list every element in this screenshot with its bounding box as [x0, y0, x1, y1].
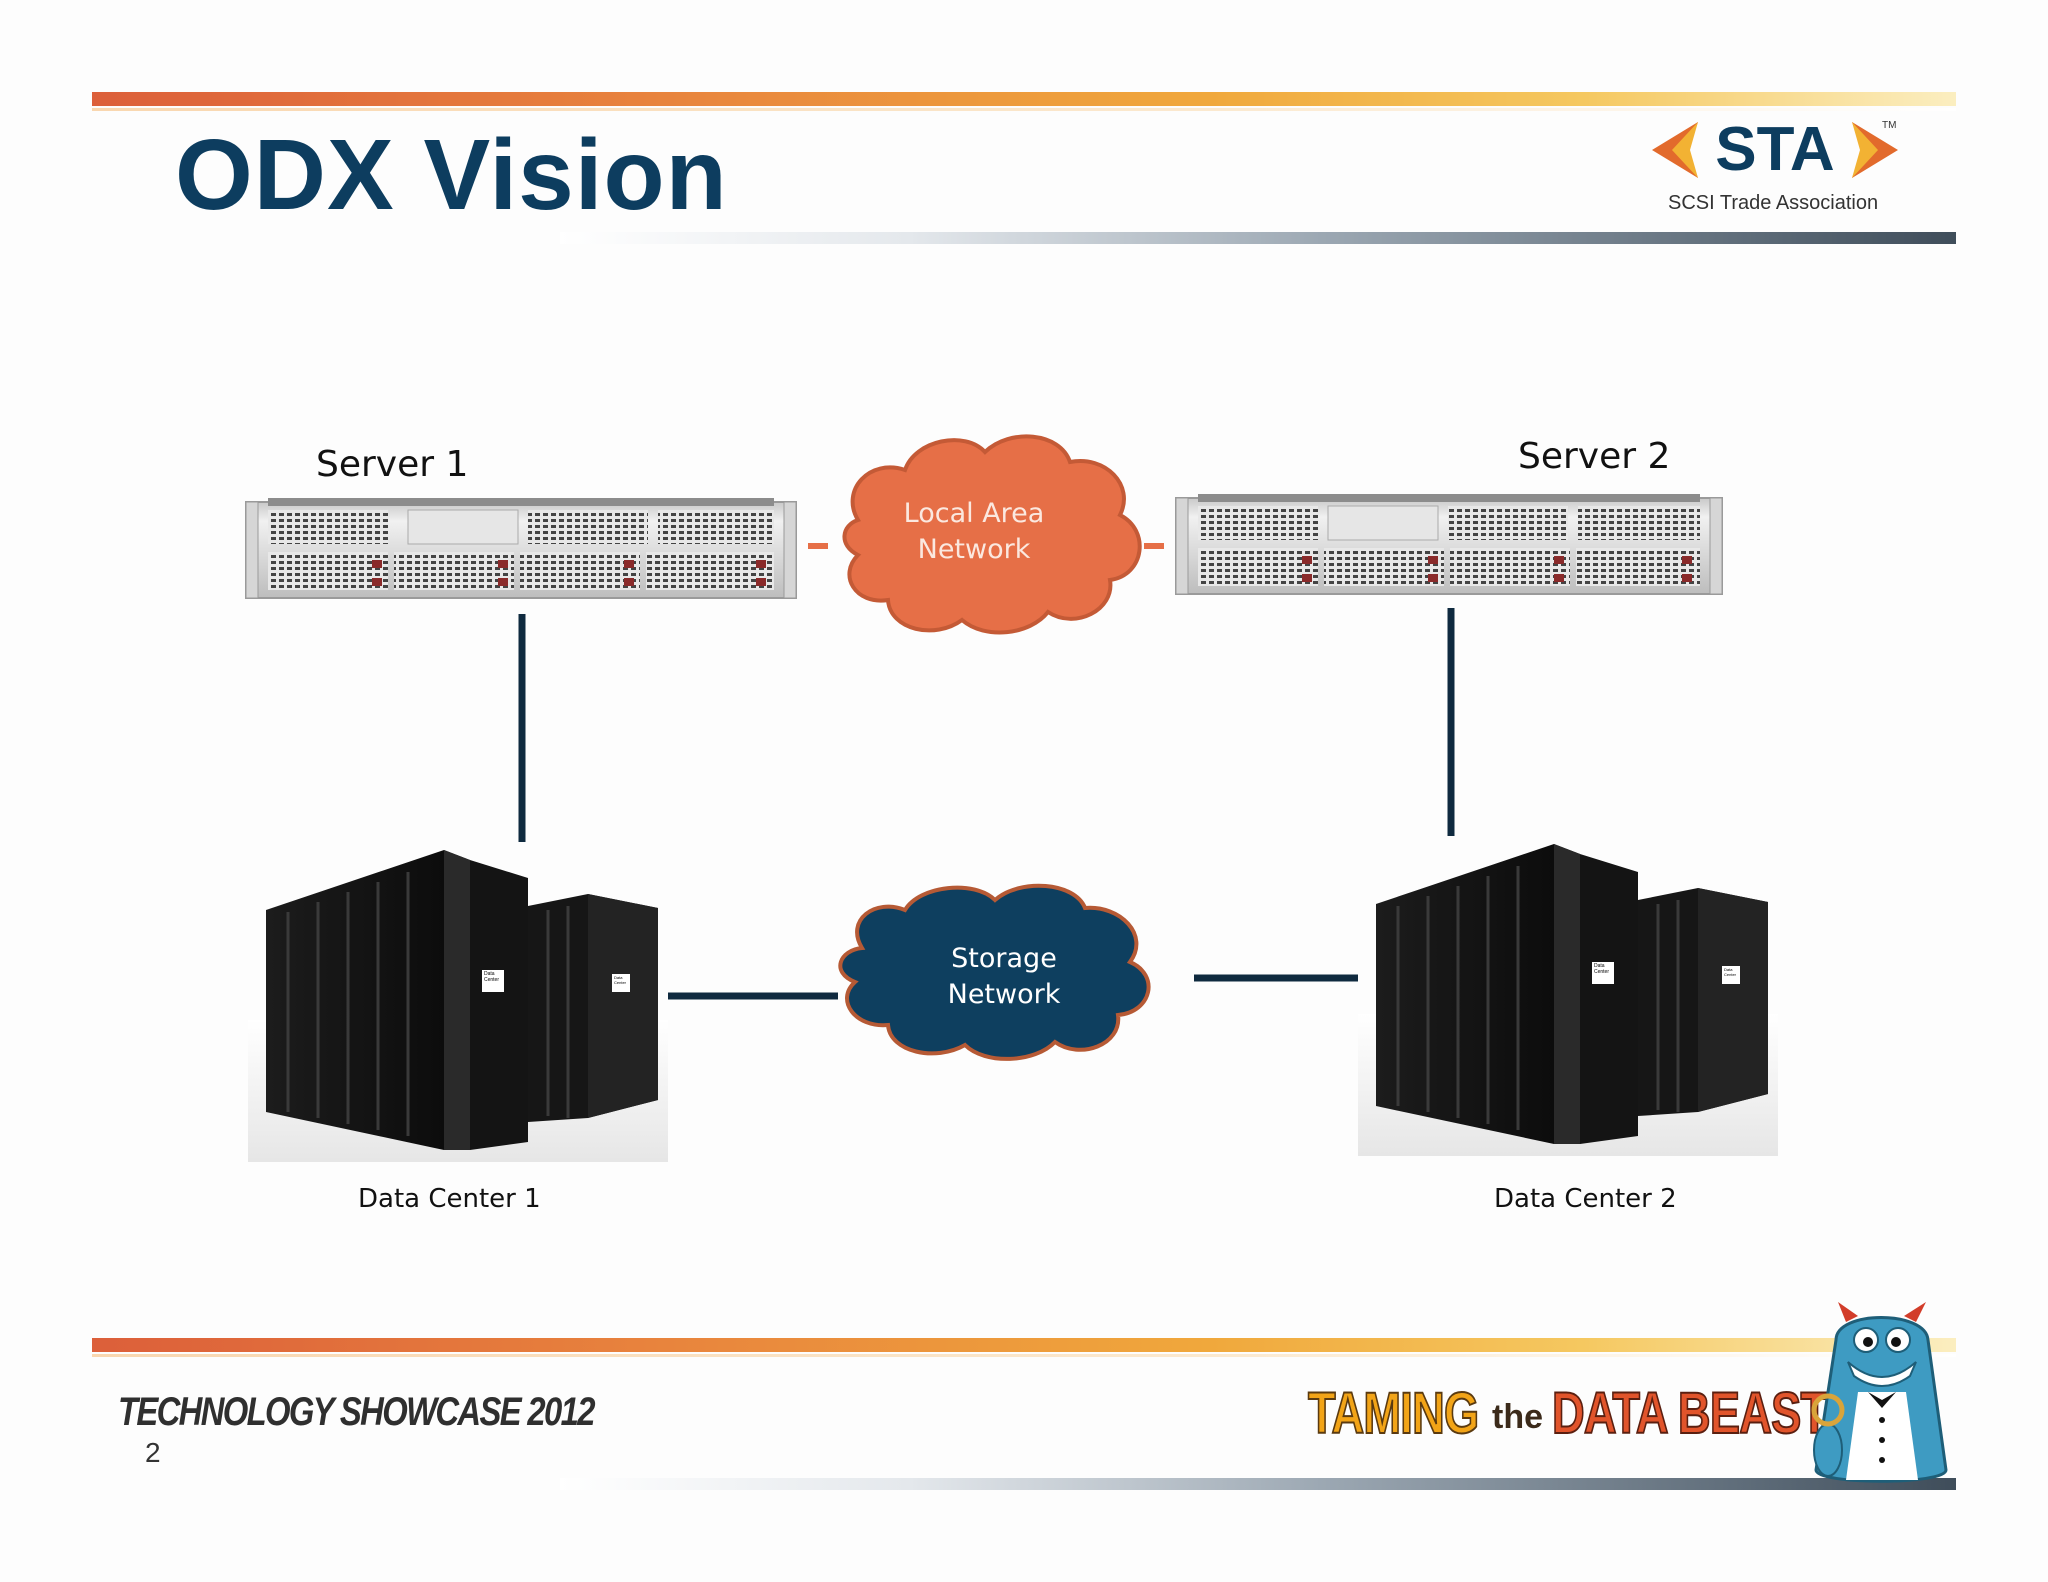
server-1-unit — [245, 498, 797, 599]
header-stripe-steel — [560, 232, 1956, 244]
sta-logo: STA TM — [1652, 115, 1898, 184]
page-number: 2 — [145, 1437, 161, 1468]
data-center-2-label: Data Center 2 — [1494, 1184, 1677, 1214]
rack-tag: Data Center — [1594, 963, 1610, 975]
lan-cloud — [842, 434, 1142, 635]
data-center-1-unit — [248, 850, 668, 1162]
logo-text: STA — [1715, 115, 1834, 184]
footer-stripe-steel — [560, 1478, 1956, 1490]
page-title: ODX Vision — [175, 119, 728, 231]
logo-tm: TM — [1882, 120, 1896, 131]
rack-tag: Data Center — [484, 971, 500, 983]
rack-tag: Data Center — [614, 975, 627, 985]
lan-label-line2: Network — [917, 534, 1031, 565]
san-cloud — [838, 883, 1151, 1061]
header-stripe-orange — [92, 92, 1956, 106]
beast-mascot — [1811, 1302, 1948, 1483]
san-cloud-label: Storage Network — [904, 941, 1104, 1013]
lan-cloud-label: Local Area Network — [874, 496, 1074, 568]
footer-stripe-orange — [92, 1338, 1956, 1352]
san-label-line1: Storage — [951, 943, 1057, 974]
san-label-line2: Network — [947, 979, 1061, 1010]
logo-caption: SCSI Trade Association — [1668, 192, 1879, 214]
showcase-logo-text: TECHNOLOGY SHOWCASE 2012 — [118, 1390, 595, 1434]
server-2-unit — [1175, 494, 1723, 595]
data-center-2-unit — [1358, 844, 1778, 1156]
beast-taming: TAMING — [1307, 1380, 1480, 1447]
lan-label-line1: Local Area — [903, 498, 1045, 529]
server-2-label: Server 2 — [1518, 436, 1671, 477]
beast-data-beast: DATA BEAST — [1551, 1380, 1829, 1447]
footer-stripe-light — [92, 1354, 1956, 1357]
rack-tag: Data Center — [1724, 967, 1737, 977]
header-stripe-light — [92, 108, 1956, 111]
beast-the: the — [1492, 1398, 1543, 1436]
server-1-label: Server 1 — [316, 444, 469, 485]
data-center-1-label: Data Center 1 — [358, 1184, 541, 1214]
